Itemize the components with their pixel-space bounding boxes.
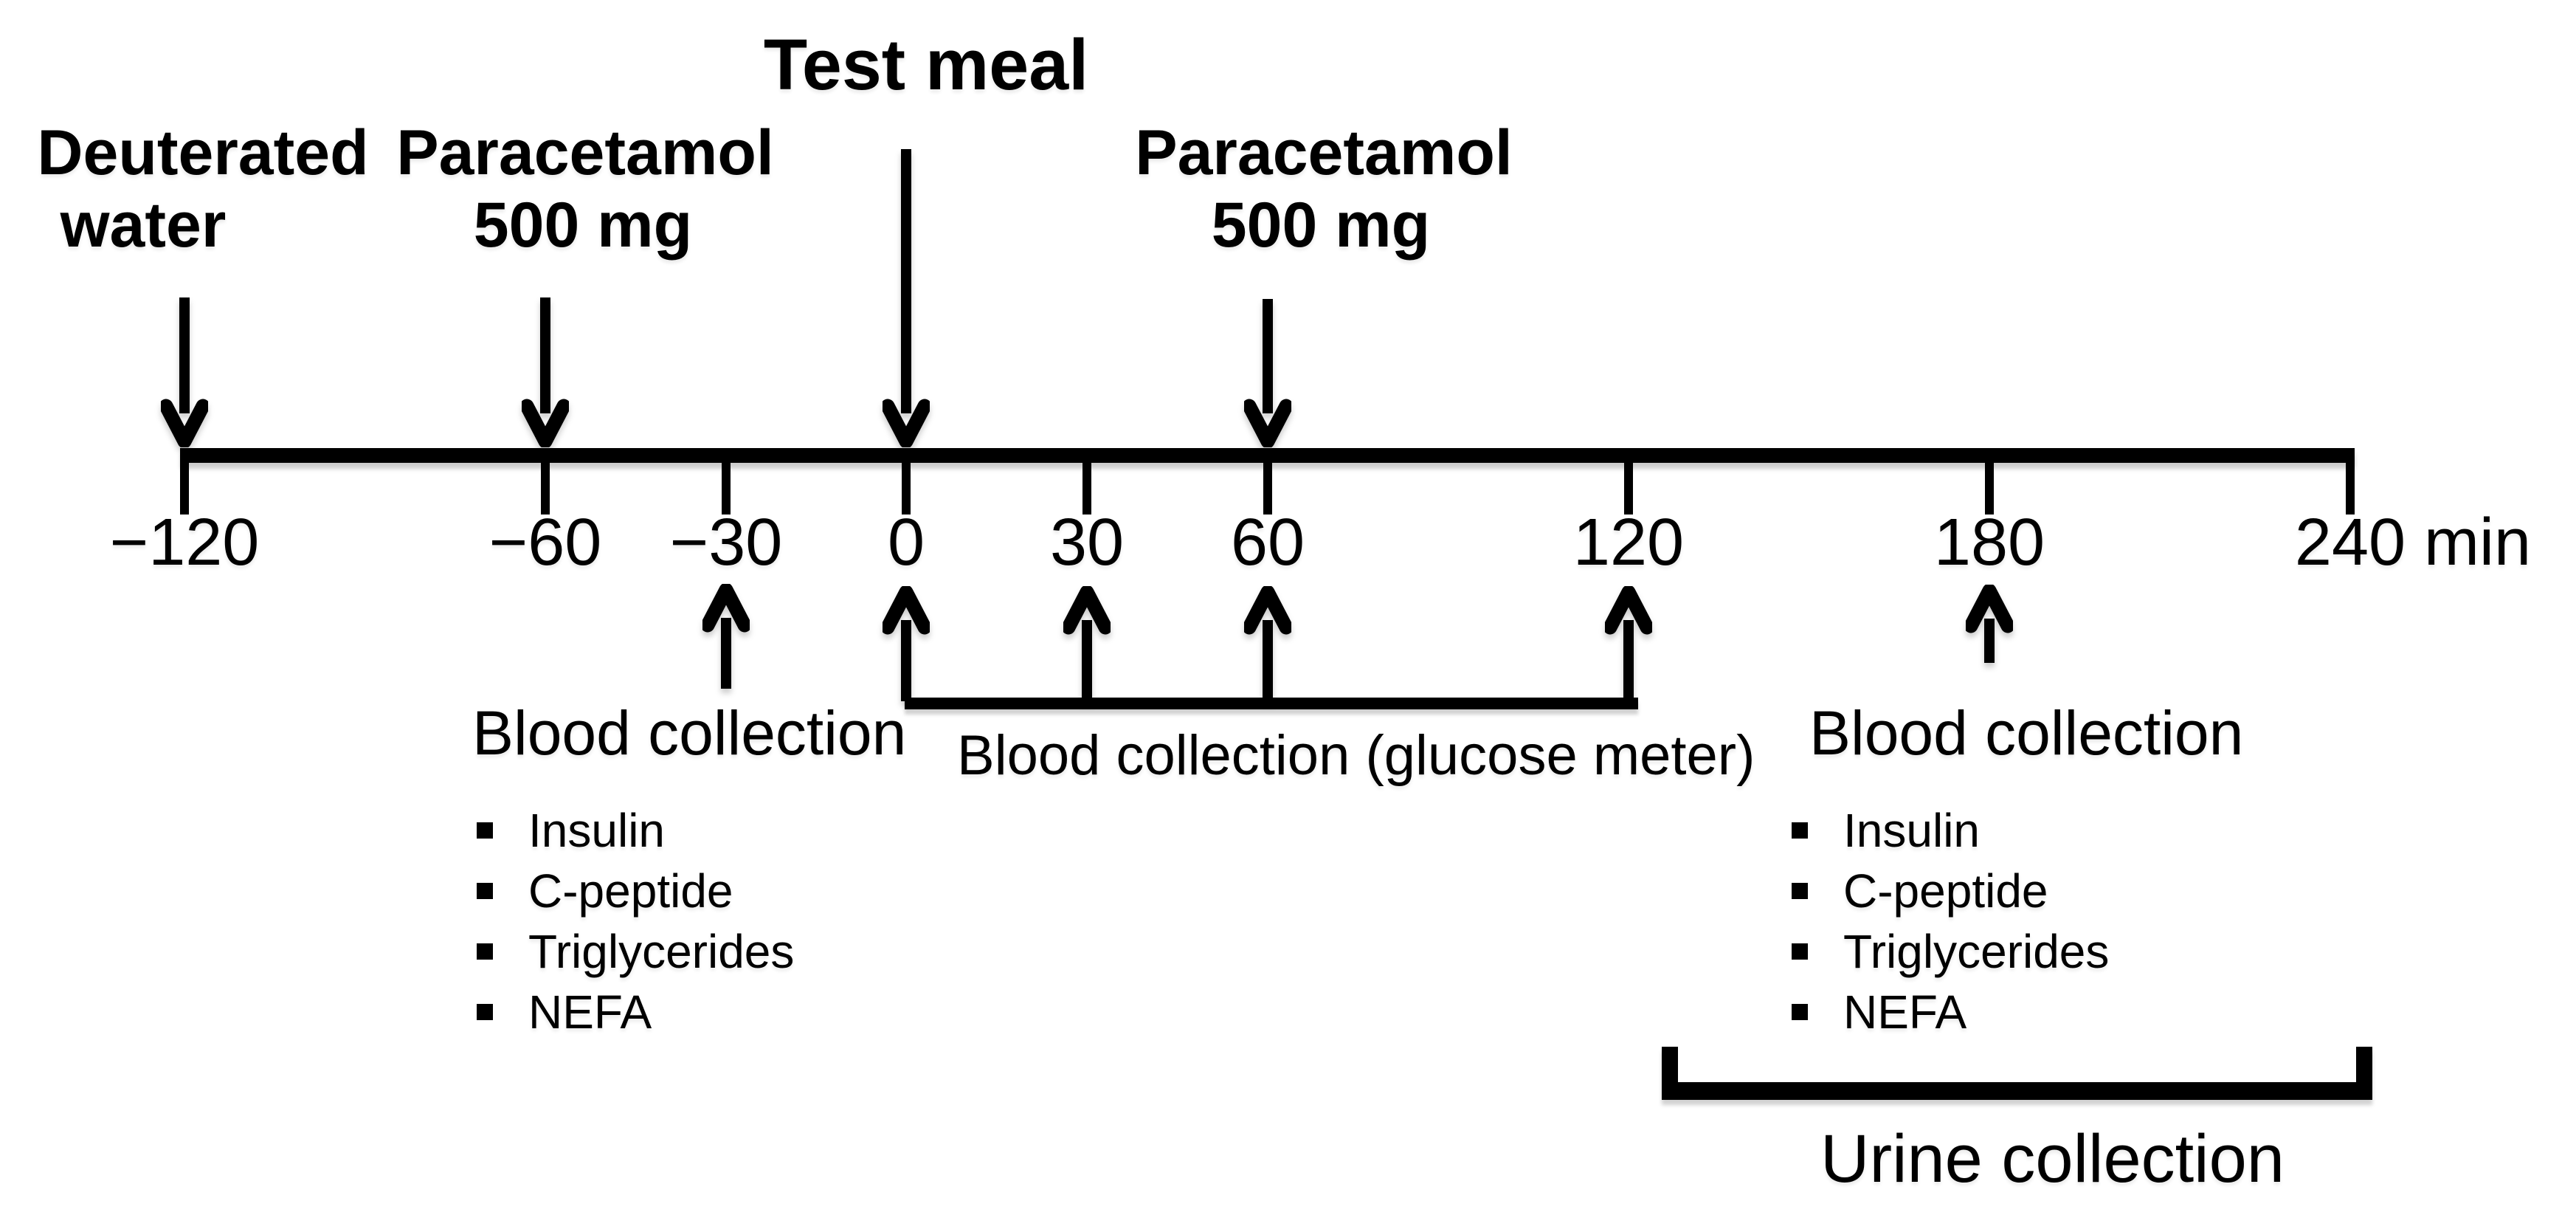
analyte-label: NEFA	[1843, 985, 1967, 1039]
tick-label-30: 30	[1049, 506, 1125, 579]
tick-label-60: 60	[1230, 506, 1305, 579]
tick-label-0: 0	[887, 506, 925, 579]
intervention-label-line: water	[60, 190, 227, 261]
tick-label-120: 120	[1572, 506, 1685, 579]
left-blood-collection-heading: Blood collection	[472, 698, 907, 768]
analyte-row: Triglycerides	[1792, 921, 2109, 982]
down-arrow-t60	[1244, 299, 1291, 447]
axis-tick-30	[1082, 448, 1091, 515]
analyte-label: C-peptide	[528, 864, 733, 918]
bullet-square-icon	[477, 822, 493, 839]
tick-label--60: −60	[488, 506, 602, 579]
bullet-square-icon	[1792, 883, 1808, 899]
up-arrow-t120	[1605, 586, 1652, 701]
axis-tick-180	[1985, 448, 1994, 515]
axis-tick-120	[1624, 448, 1633, 515]
analyte-row: NEFA	[477, 982, 794, 1042]
intervention-label-line: Deuterated	[37, 117, 369, 188]
analyte-row: C-peptide	[1792, 861, 2109, 921]
axis-tick-60	[1263, 448, 1272, 515]
bullet-square-icon	[1792, 943, 1808, 960]
axis-tick-240	[2346, 448, 2355, 515]
tick-label-240: 240	[2294, 506, 2406, 579]
down-arrow-t0	[883, 149, 930, 447]
axis-tick--30	[722, 448, 731, 515]
intervention-label-line: 500 mg	[1211, 190, 1431, 261]
up-arrow-t180	[1966, 585, 2013, 663]
analyte-row: NEFA	[1792, 982, 2109, 1042]
bullet-square-icon	[477, 943, 493, 960]
bullet-square-icon	[477, 1004, 493, 1020]
down-arrow-t-120	[161, 297, 208, 447]
analyte-row: Insulin	[477, 800, 794, 861]
axis-tick-0	[902, 448, 911, 515]
intervention-label-line: Paracetamol	[396, 117, 774, 188]
intervention-label-line: Paracetamol	[1135, 117, 1513, 188]
analyte-label: Triglycerides	[528, 925, 795, 978]
axis-tick--60	[541, 448, 550, 515]
analyte-label: Triglycerides	[1843, 925, 2110, 978]
analyte-label: Insulin	[1843, 804, 1980, 857]
up-arrow-t60	[1244, 586, 1291, 701]
urine-collection-heading: Urine collection	[1820, 1121, 2285, 1197]
analyte-label: NEFA	[528, 985, 652, 1039]
glucose-meter-bracket	[905, 698, 1638, 709]
urine-collection-bracket	[1662, 1047, 2372, 1100]
up-arrow-t-30	[702, 584, 750, 689]
right-blood-collection-heading: Blood collection	[1809, 698, 2244, 768]
down-arrow-t-60	[522, 297, 569, 447]
analyte-label: Insulin	[528, 804, 665, 857]
tick-label-180: 180	[1933, 506, 2045, 579]
analyte-row: C-peptide	[477, 861, 794, 921]
bullet-square-icon	[1792, 1004, 1808, 1020]
axis-tick--120	[180, 448, 189, 515]
glucose-meter-heading: Blood collection (glucose meter)	[957, 724, 1755, 787]
tick-label--120: −120	[109, 506, 260, 579]
up-arrow-t0	[883, 586, 930, 701]
intervention-label-line: Test meal	[763, 24, 1089, 105]
bullet-square-icon	[477, 883, 493, 899]
analyte-row: Insulin	[1792, 800, 2109, 861]
axis-unit-label: min	[2424, 506, 2532, 579]
bullet-square-icon	[1792, 822, 1808, 839]
analyte-label: C-peptide	[1843, 864, 2048, 918]
tick-label--30: −30	[669, 506, 783, 579]
analyte-row: Triglycerides	[477, 921, 794, 982]
intervention-label-line: 500 mg	[473, 190, 693, 261]
up-arrow-t30	[1063, 586, 1111, 701]
